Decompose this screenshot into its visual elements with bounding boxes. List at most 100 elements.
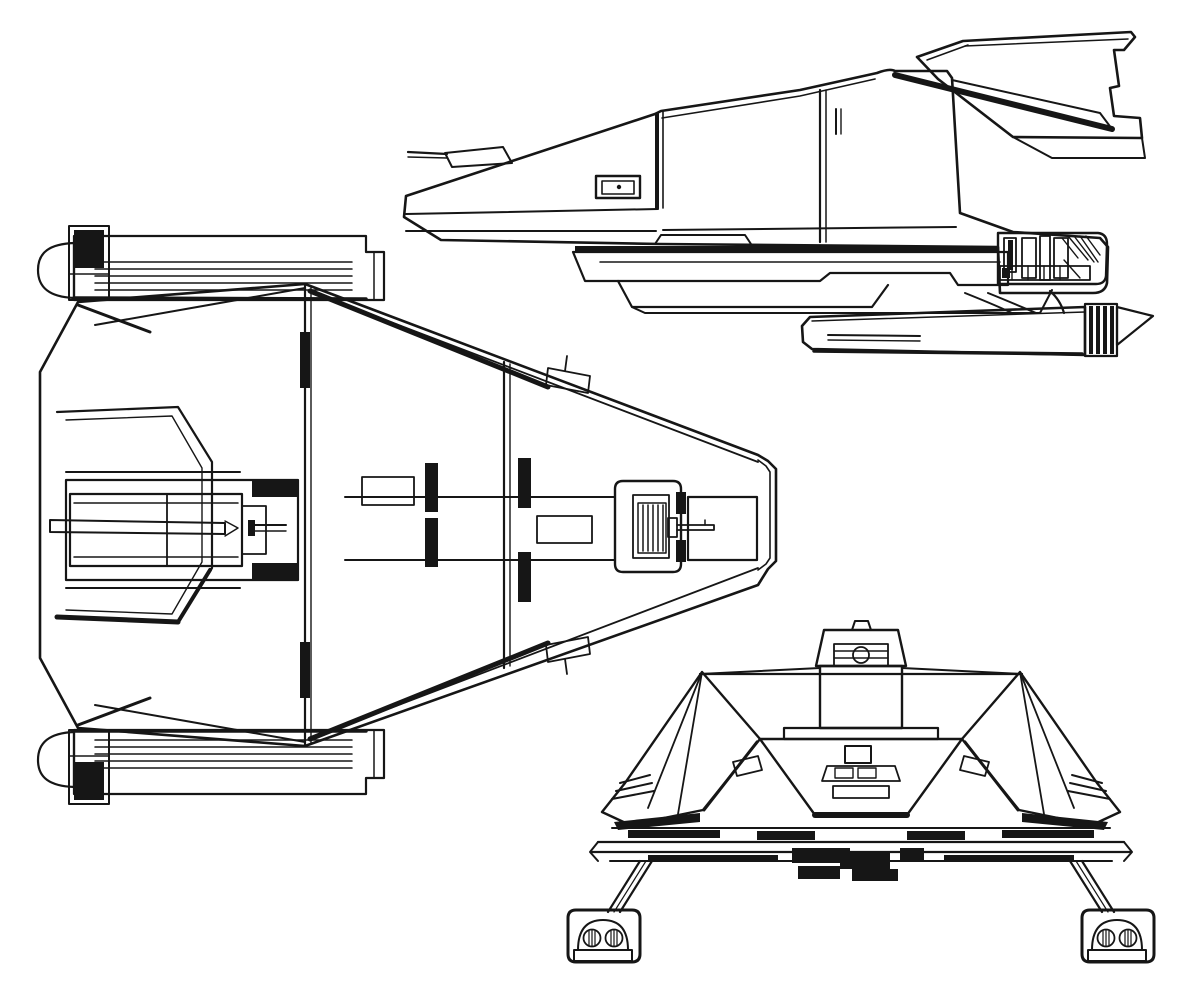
line-art-shape xyxy=(95,705,305,742)
side-elevation-drawing xyxy=(404,32,1153,356)
line-art-shape xyxy=(620,861,652,912)
line-art-shape xyxy=(1072,775,1102,783)
line-art-shape xyxy=(1103,306,1107,354)
line-art-shape xyxy=(816,630,906,666)
line-art-shape xyxy=(648,855,778,861)
line-art-shape xyxy=(565,356,567,371)
line-art-shape xyxy=(1089,306,1093,354)
line-art-shape xyxy=(907,831,965,840)
line-art-shape xyxy=(1086,236,1100,255)
line-art-shape xyxy=(518,552,531,602)
line-art-shape xyxy=(852,621,871,630)
line-art-shape xyxy=(425,518,438,567)
line-art-shape xyxy=(408,152,447,154)
line-art-shape xyxy=(632,290,1052,313)
line-art-shape xyxy=(704,742,757,810)
line-art-shape xyxy=(784,728,938,739)
line-art-shape xyxy=(676,540,686,562)
line-art-shape xyxy=(615,481,681,572)
line-art-shape xyxy=(853,647,869,663)
line-art-shape xyxy=(1085,304,1117,356)
line-art-shape xyxy=(620,775,650,783)
line-art-shape xyxy=(852,869,898,881)
line-art-shape xyxy=(310,291,548,387)
line-art-shape xyxy=(1000,266,1090,280)
line-art-shape xyxy=(518,458,531,508)
line-art-shape xyxy=(66,416,202,614)
line-art-shape xyxy=(1088,950,1146,961)
line-art-shape xyxy=(590,842,598,861)
line-art-shape xyxy=(917,32,1142,138)
line-art-shape xyxy=(677,525,714,530)
line-art-shape xyxy=(574,950,632,961)
line-art-shape xyxy=(1062,238,1078,258)
line-art-shape xyxy=(616,184,622,190)
line-art-shape xyxy=(1124,842,1132,861)
line-art-shape xyxy=(628,830,720,838)
line-art-shape xyxy=(944,855,1074,861)
line-art-shape xyxy=(648,672,702,808)
line-art-shape xyxy=(95,288,305,325)
line-art-shape xyxy=(178,570,210,622)
line-art-shape xyxy=(700,668,820,674)
line-art-shape xyxy=(57,407,212,623)
line-art-shape xyxy=(858,768,876,778)
line-art-shape xyxy=(840,853,890,869)
line-art-shape xyxy=(1064,260,1080,278)
line-art-shape xyxy=(614,861,646,912)
line-art-shape xyxy=(252,563,298,580)
line-art-shape xyxy=(1022,813,1108,830)
line-art-shape xyxy=(608,861,640,912)
line-art-shape xyxy=(248,520,255,536)
line-art-shape xyxy=(1076,861,1108,912)
line-art-shape xyxy=(1096,306,1100,354)
line-art-shape xyxy=(895,75,1112,129)
line-art-shape xyxy=(998,233,1107,284)
line-art-shape xyxy=(69,226,109,300)
line-art-shape xyxy=(614,813,700,830)
line-art-shape xyxy=(445,147,512,167)
line-art-shape xyxy=(663,227,956,230)
line-art-shape xyxy=(537,516,592,543)
line-art-shape xyxy=(70,494,242,566)
line-art-shape xyxy=(618,281,888,307)
line-art-shape xyxy=(1092,920,1142,950)
line-art-shape xyxy=(678,672,702,814)
line-art-shape xyxy=(300,642,310,698)
line-art-shape xyxy=(802,307,1085,355)
line-art-shape xyxy=(733,756,762,776)
line-art-shape xyxy=(1068,791,1110,799)
line-art-shape xyxy=(616,783,652,791)
line-art-shape xyxy=(1074,236,1094,262)
line-art-shape xyxy=(406,209,658,214)
line-art-shape xyxy=(833,786,889,798)
line-art-shape xyxy=(668,518,677,537)
line-art-shape xyxy=(78,698,150,725)
line-art-shape xyxy=(952,80,1112,129)
line-art-shape xyxy=(408,157,447,158)
line-art-shape xyxy=(242,506,266,554)
line-art-shape xyxy=(633,495,669,558)
line-art-shape xyxy=(404,70,1108,293)
line-art-shape xyxy=(1002,830,1094,838)
line-art-shape xyxy=(1050,291,1064,313)
line-art-shape xyxy=(900,848,924,860)
line-art-shape xyxy=(69,730,109,804)
line-art-shape xyxy=(74,762,104,800)
line-art-shape xyxy=(1013,137,1145,158)
line-art-shape xyxy=(655,235,751,244)
line-art-shape xyxy=(798,866,840,879)
line-art-shape xyxy=(758,460,770,570)
line-art-shape xyxy=(546,368,590,393)
line-art-shape xyxy=(792,848,850,863)
line-art-shape xyxy=(78,305,150,332)
line-art-shape xyxy=(820,666,902,728)
line-art-shape xyxy=(546,637,590,662)
line-art-shape xyxy=(676,492,686,514)
line-art-shape xyxy=(225,521,238,536)
line-art-shape xyxy=(1020,672,1044,814)
line-art-shape xyxy=(760,739,962,815)
line-art-shape xyxy=(612,791,654,799)
line-art-shape xyxy=(902,668,1022,674)
